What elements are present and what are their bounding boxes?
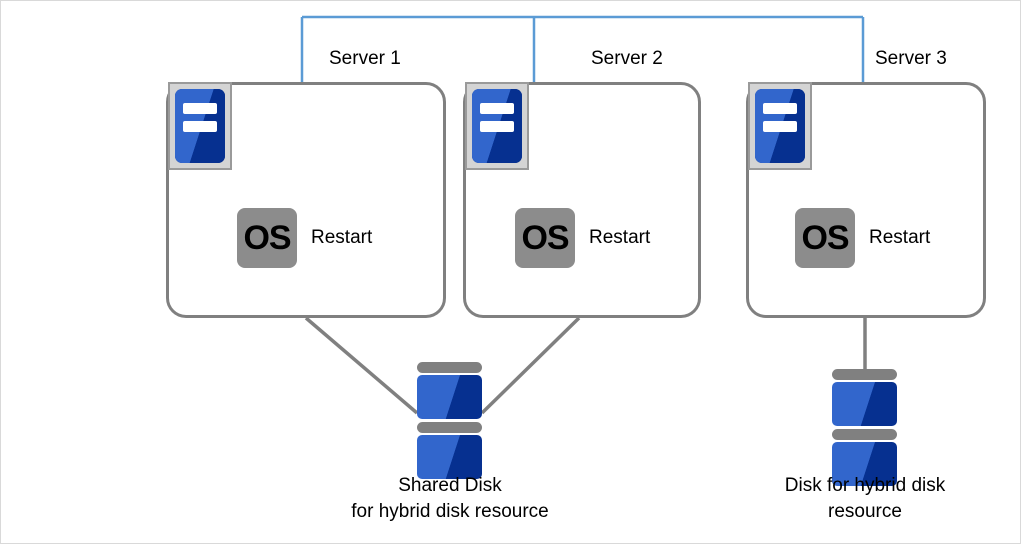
disk-platter-sheen [417, 375, 482, 419]
disk-platter-bar [832, 429, 897, 440]
server-slot-bar-bottom [763, 120, 797, 132]
network-bus [300, 15, 865, 82]
disk-caption-line-1: Disk for hybrid disk [784, 475, 946, 496]
disk-platter-sheen [832, 442, 897, 486]
os-status-group-2: OS Restart [515, 208, 650, 268]
server-box-1[interactable] [166, 82, 446, 318]
disk-caption-line-1: Shared Disk [398, 475, 502, 496]
server-chassis [755, 89, 805, 163]
disk-caption-local: Disk for hybrid disk resource [665, 473, 1020, 524]
server-chassis [175, 89, 225, 163]
connector-server1-shared-disk [304, 316, 419, 415]
disk-platter-body [417, 375, 482, 419]
server-slot-bar-top [763, 103, 797, 115]
os-badge: OS [515, 208, 575, 268]
disk-platter-sheen [832, 382, 897, 426]
server-icon [748, 82, 812, 170]
disk-platter-bar [417, 362, 482, 373]
server-slot-bar-bottom [183, 120, 217, 132]
disk-platter-bar [417, 422, 482, 433]
disk-platter-bar [832, 369, 897, 380]
os-status-group-1: OS Restart [237, 208, 372, 268]
os-action-label: Restart [869, 227, 931, 248]
disk-platter-sheen [417, 435, 482, 479]
disk-platter-body [417, 435, 482, 479]
os-badge: OS [795, 208, 855, 268]
disk-platter-body [832, 442, 897, 486]
disk-caption-shared: Shared Disk for hybrid disk resource [250, 473, 650, 524]
os-status-group-3: OS Restart [795, 208, 930, 268]
os-badge: OS [237, 208, 297, 268]
server-icon [465, 82, 529, 170]
server-label-3: Server 3 [875, 48, 947, 69]
os-action-label: Restart [589, 227, 651, 248]
server-icon [168, 82, 232, 170]
disk-icon-local[interactable] [832, 369, 897, 486]
server-label-2: Server 2 [591, 48, 663, 69]
disk-icon-shared[interactable] [417, 362, 482, 479]
server-slot-bar-top [183, 103, 217, 115]
server-chassis [472, 89, 522, 163]
server-slot-bar-top [480, 103, 514, 115]
disk-caption-line-2: for hybrid disk resource [351, 500, 549, 522]
os-action-label: Restart [311, 227, 373, 248]
server-label-1: Server 1 [329, 48, 401, 69]
disk-platter-body [832, 382, 897, 426]
disk-caption-line-2: resource [828, 500, 902, 522]
server-slot-bar-bottom [480, 120, 514, 132]
connector-server2-shared-disk [480, 316, 581, 415]
